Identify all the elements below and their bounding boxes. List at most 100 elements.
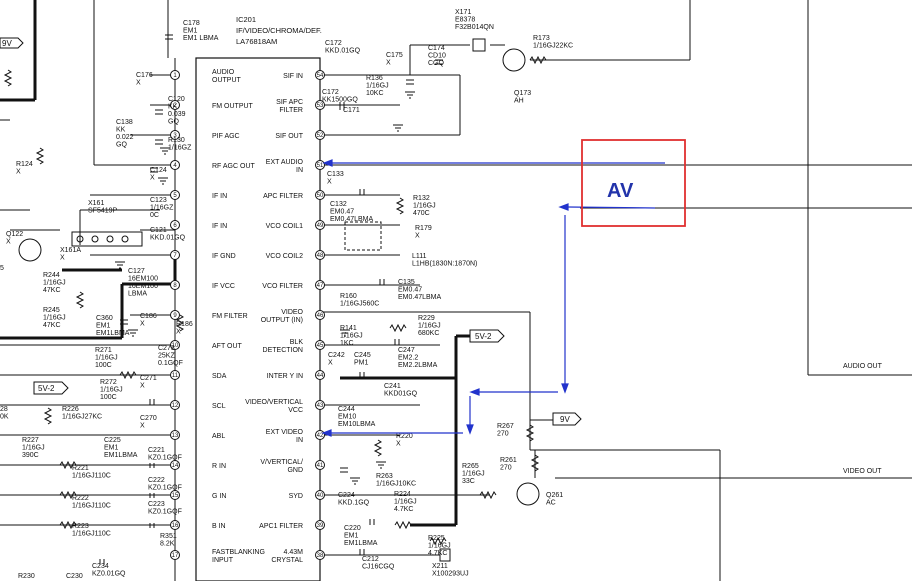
net-audio-out: AUDIO OUT: [843, 363, 883, 370]
component-label-r224: 4.7KC: [394, 506, 413, 513]
component-label-r132: R132: [413, 195, 430, 202]
pin-number: 5: [173, 193, 177, 199]
ic-desc: IF/VIDEO/CHROMA/DEF.: [236, 26, 322, 35]
component-label-r351: R351: [160, 533, 177, 540]
pin-label: FILTER: [279, 107, 303, 114]
component-label-c224: C224: [338, 492, 355, 499]
component-label-c138: C138: [116, 119, 133, 126]
component-label-r224: 1/16GJ: [394, 499, 417, 506]
pin-number: 17: [172, 553, 179, 559]
pin-label: IF VCC: [212, 283, 235, 290]
component-label-c120: KK: [168, 104, 178, 111]
component-label-r224: R224: [394, 491, 411, 498]
pin-label: VCC: [288, 407, 303, 414]
component-label-x171: E8378: [455, 17, 475, 24]
component-label-c244: C244: [338, 406, 355, 413]
component-label-r160: R160: [340, 293, 357, 300]
component-label-r124: X: [16, 169, 21, 176]
ground-symbols: [115, 91, 415, 485]
component-label-c273: C273: [158, 345, 175, 352]
component-label-r136: 1/16GJ: [366, 83, 389, 90]
pin-number: 48: [317, 253, 324, 259]
component-label-r261: R261: [500, 457, 517, 464]
component-label-c123: 1/16GZ: [150, 205, 174, 212]
pin-label: SCL: [212, 403, 226, 410]
component-label-r265: 1/16GJ: [462, 471, 485, 478]
pin-label: PIF AGC: [212, 133, 240, 140]
svg-text:9V: 9V: [2, 39, 12, 48]
pin-label: IF IN: [212, 223, 227, 230]
component-label-r261: 270: [500, 465, 512, 472]
component-label-r272: R272: [100, 379, 117, 386]
component-label-c225: EM1: [104, 445, 119, 452]
component-label-c270: X: [140, 423, 145, 430]
component-label-r265: R265: [462, 463, 479, 470]
pin-label: VCO COIL2: [266, 253, 303, 260]
component-label-c225: C225: [104, 437, 121, 444]
component-label-r263: R263: [376, 473, 393, 480]
pin-label: INPUT: [212, 557, 234, 564]
component-label-c120: GQ: [168, 119, 179, 126]
component-label-r130: 1/16GZ: [168, 145, 192, 152]
component-label-r244: R244: [43, 272, 60, 279]
component-label-c127: 16EM100: [128, 276, 158, 283]
pin-label: FASTBLANKING: [212, 549, 265, 556]
component-label-r229: 1/16GJ: [418, 323, 441, 330]
component-label-r160: 1/16GJ560C: [340, 301, 379, 308]
component-label-x211: X211: [432, 563, 448, 570]
net-number-5: 5: [0, 265, 4, 272]
component-label-c222: KZ0.1GQF: [148, 485, 182, 492]
component-label-c245: PM1: [354, 360, 369, 367]
pin-label: CRYSTAL: [271, 557, 303, 564]
pin-number: 14: [172, 463, 179, 469]
component-label-x211: X100293UJ: [432, 571, 469, 578]
component-label-c127: LBMA: [128, 291, 147, 298]
component-label-c121: C121: [150, 227, 167, 234]
component-label-r28: 28: [0, 406, 8, 413]
component-label-c172: KKD.01GQ: [325, 48, 361, 55]
component-label-c230: C230: [66, 573, 83, 580]
component-label-c138: 0.022: [116, 134, 134, 141]
component-label-c245: C245: [354, 352, 371, 359]
pin-label: EXT AUDIO: [266, 159, 304, 166]
component-label-q122: Q122: [6, 231, 23, 238]
component-label-r173: 1/16GJ22KC: [533, 43, 573, 50]
component-label-r267: 270: [497, 431, 509, 438]
component-label-c127: C127: [128, 268, 145, 275]
component-label-r132: 470C: [413, 210, 430, 217]
component-label-q122: X: [6, 239, 11, 246]
component-label-c212: CJ16CGQ: [362, 564, 395, 571]
pin-label: GND: [287, 467, 303, 474]
pin-label: ABL: [212, 433, 225, 440]
pin-number: 15: [172, 493, 179, 499]
pin-label: 4.43M: [284, 549, 304, 556]
component-label-x161: X161: [88, 200, 104, 207]
pin-label: V/VERTICAL/: [260, 459, 303, 466]
component-label-c224: KKD.1GQ: [338, 500, 370, 507]
component-label-c132: EM0.47LBMA: [330, 216, 374, 223]
pin-number: 11: [172, 373, 179, 379]
svg-text:5V-2: 5V-2: [475, 332, 492, 341]
component-label-r222: R222: [72, 495, 89, 502]
component-label-c273: 25KZ: [158, 353, 175, 360]
pin-label: OUTPUT (IN): [261, 317, 303, 324]
component-label-c174: CGQ: [428, 60, 445, 67]
component-label-r245: R245: [43, 307, 60, 314]
pin-number: 9: [173, 313, 177, 319]
pin-number: 3: [173, 133, 177, 139]
component-label-r244: 47KC: [43, 287, 61, 294]
component-label-c133: C133: [327, 171, 344, 178]
component-label-c234: C234: [92, 563, 109, 570]
component-label-r136: R136: [366, 75, 383, 82]
component-label-c244: EM10LBMA: [338, 421, 376, 428]
component-label-r220: X: [396, 441, 401, 448]
pin-number: 39: [317, 523, 324, 529]
pin-number: 44: [317, 373, 324, 379]
component-label-r186: X: [176, 329, 181, 336]
component-label-r141: R141: [340, 325, 357, 332]
component-label-r223: R223: [72, 523, 89, 530]
net-flag-5v-2: 5V-2: [469, 329, 505, 343]
component-label-c220: EM1: [344, 533, 359, 540]
component-label-c172: C172: [325, 40, 342, 47]
